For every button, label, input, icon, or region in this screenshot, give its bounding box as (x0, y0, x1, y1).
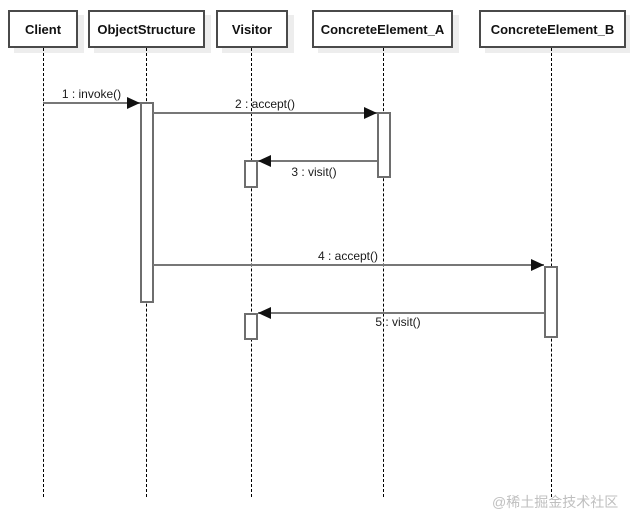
activation-bar-objectstructure (140, 102, 154, 303)
arrowhead-right-icon (127, 97, 140, 109)
activation-bar-concreteelement-b (544, 266, 558, 338)
message-label-2: 2 : accept() (234, 97, 296, 111)
message-line-4 (153, 259, 544, 271)
activation-bar-visitor-1 (244, 160, 258, 188)
lifeline-concreteelement-a (383, 48, 384, 497)
message-label-5: 5 : visit() (375, 315, 421, 329)
participant-label: ObjectStructure (97, 21, 196, 37)
participant-box-client: Client (8, 10, 78, 48)
message-line-5 (258, 307, 544, 319)
message-label-3: 3 : visit() (291, 165, 337, 179)
participant-box-objectstructure: ObjectStructure (88, 10, 205, 48)
participant-label: Client (24, 21, 62, 37)
lifeline-client (43, 48, 44, 497)
participant-label: ConcreteElement_B (490, 21, 615, 37)
message-label-1: 1 : invoke() (61, 87, 122, 101)
message-line-1 (43, 97, 140, 109)
activation-bar-concreteelement-a (377, 112, 391, 178)
arrowhead-right-icon (531, 259, 544, 271)
arrowhead-left-icon (258, 307, 271, 319)
watermark: @稀土掘金技术社区 (492, 494, 619, 510)
participant-box-concreteelement-a: ConcreteElement_A (312, 10, 453, 48)
participant-box-concreteelement-b: ConcreteElement_B (479, 10, 626, 48)
message-label-4: 4 : accept() (317, 249, 379, 263)
participant-label: Visitor (231, 21, 273, 37)
participant-box-visitor: Visitor (216, 10, 288, 48)
arrowhead-left-icon (258, 155, 271, 167)
participant-label: ConcreteElement_A (320, 21, 445, 37)
message-line-2 (153, 107, 377, 119)
arrowhead-right-icon (364, 107, 377, 119)
activation-bar-visitor-2 (244, 313, 258, 340)
lifeline-visitor (251, 48, 252, 497)
message-line-3 (258, 155, 377, 167)
